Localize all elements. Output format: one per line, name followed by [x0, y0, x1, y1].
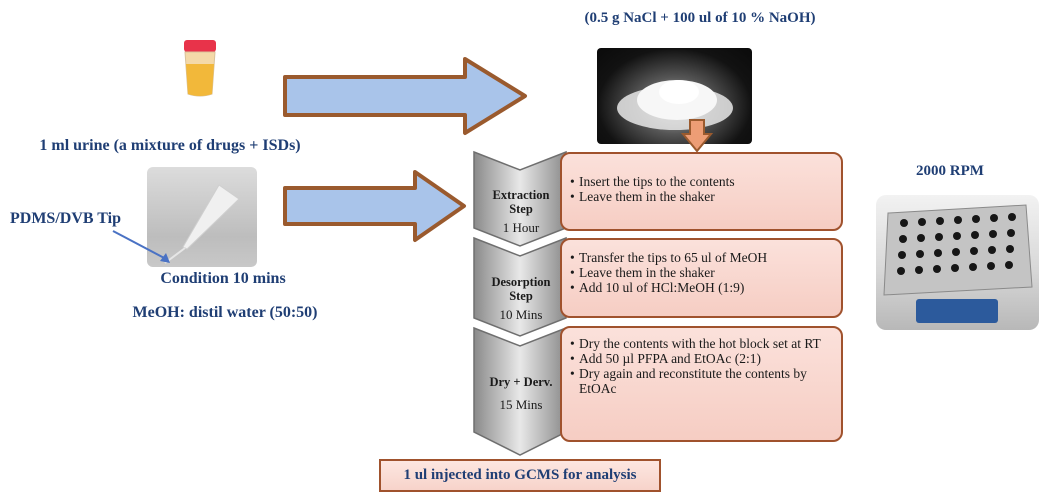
shaker-icon	[883, 204, 1033, 323]
extraction-step-box: Insert the tips to the contents Leave th…	[560, 152, 843, 231]
urine-cup-icon	[184, 40, 216, 97]
pipette-tip-image	[147, 167, 257, 267]
extraction-time: 1 Hour	[502, 220, 540, 235]
urine-cup-image	[178, 38, 222, 98]
reagent-label: (0.5 g NaCl + 100 ul of 10 % NaOH)	[584, 10, 816, 26]
extraction-step-list: Insert the tips to the contents Leave th…	[570, 174, 835, 204]
desorption-step-box: Transfer the tips to 65 ul of MeOH Leave…	[560, 238, 843, 318]
extraction-title-line1: Extraction	[492, 188, 550, 202]
list-item: Leave them in the shaker	[570, 189, 835, 204]
list-item: Insert the tips to the contents	[570, 174, 835, 189]
drying-title: Dry + Derv.	[489, 375, 553, 389]
drying-chevron-label: Dry + Derv. 15 Mins	[478, 375, 564, 412]
meoh-label: MeOH: distil water (50:50)	[132, 304, 318, 321]
extraction-chevron-label: Extraction Step 1 Hour	[478, 188, 564, 235]
list-item: Add 10 ul of HCl:MeOH (1:9)	[570, 280, 835, 295]
drying-step-box: Dry the contents with the hot block set …	[560, 326, 843, 442]
result-box: 1 ul injected into GCMS for analysis	[379, 459, 661, 492]
middle-flow-arrow-icon	[283, 170, 466, 242]
chevron-column	[473, 150, 567, 456]
drying-step-list: Dry the contents with the hot block set …	[570, 336, 835, 396]
list-item: Dry again and reconstitute the contents …	[570, 366, 835, 396]
top-flow-arrow-icon	[283, 57, 527, 135]
desorption-time: 10 Mins	[499, 307, 543, 322]
tip-label: PDMS/DVB Tip	[10, 210, 121, 227]
salt-pile-icon	[617, 80, 733, 130]
drying-time: 15 Mins	[499, 397, 543, 412]
list-item: Add 50 µl PFPA and EtOAc (2:1)	[570, 351, 835, 366]
salt-image	[597, 48, 752, 144]
down-arrow-icon	[680, 119, 714, 153]
desorption-title-line2: Step	[509, 289, 533, 303]
list-item: Dry the contents with the hot block set …	[570, 336, 835, 351]
condition-label: Condition 10 mins	[160, 270, 286, 287]
list-item: Leave them in the shaker	[570, 265, 835, 280]
urine-label: 1 ml urine (a mixture of drugs + ISDs)	[39, 137, 301, 154]
extraction-title-line2: Step	[509, 202, 533, 216]
desorption-title-line1: Desorption	[491, 275, 551, 289]
pointer-arrow-icon	[112, 230, 170, 263]
rpm-label: 2000 RPM	[916, 163, 984, 179]
list-item: Transfer the tips to 65 ul of MeOH	[570, 250, 835, 265]
desorption-step-list: Transfer the tips to 65 ul of MeOH Leave…	[570, 250, 835, 295]
chevron-desorption	[473, 236, 567, 337]
shaker-image	[876, 195, 1039, 330]
desorption-chevron-label: Desorption Step 10 Mins	[478, 275, 564, 322]
